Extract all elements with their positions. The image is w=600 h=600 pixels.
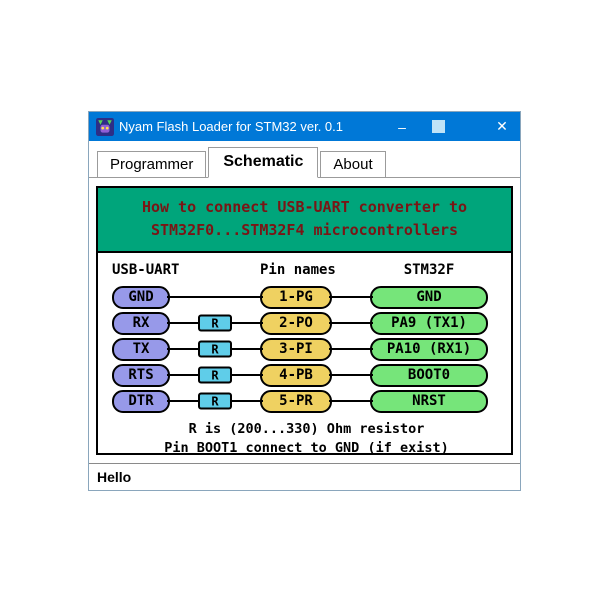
schematic-panel: How to connect USB-UART converter to STM…	[96, 186, 513, 456]
tab-schematic[interactable]: Schematic	[208, 147, 319, 178]
tab-page-schematic: How to connect USB-UART converter to STM…	[89, 178, 520, 463]
resistor-box: R	[198, 392, 232, 410]
pin-name-box: 2-PO	[260, 311, 332, 335]
wire-segment	[167, 286, 263, 309]
usb-uart-pin-box: RTS	[112, 363, 170, 387]
close-button[interactable]: ✕	[496, 118, 508, 134]
wire-line	[167, 296, 263, 298]
schematic-row: TX R 3-PI PA10 (RX1)	[112, 337, 501, 361]
app-icon	[96, 117, 114, 136]
note-boot1: Pin BOOT1 connect to GND (if exist)	[164, 440, 449, 457]
wire-segment: R	[167, 390, 263, 413]
pin-name-box: 5-PR	[260, 389, 332, 413]
schematic-row: GND 1-PG GND	[112, 285, 501, 309]
status-text: Hello	[97, 469, 132, 485]
wire-segment	[329, 312, 373, 335]
stm32-pin-box: GND	[370, 285, 488, 309]
wire-segment: R	[167, 338, 263, 361]
wire-segment	[329, 364, 373, 387]
note-resistor: R is (200...330) Ohm resistor	[188, 420, 425, 437]
schematic-title: How to connect USB-UART converter to STM…	[98, 188, 511, 253]
pin-name-box: 1-PG	[260, 285, 332, 309]
wire-segment: R	[167, 312, 263, 335]
usb-uart-pin-box: DTR	[112, 389, 170, 413]
wire-segment	[329, 338, 373, 361]
schematic-title-line1: How to connect USB-UART converter to	[141, 198, 468, 216]
status-bar: Hello	[89, 463, 520, 490]
window-title: Nyam Flash Loader for STM32 ver. 0.1	[119, 119, 343, 134]
schematic-notes: R is (200...330) Ohm resistor Pin BOOT1 …	[112, 420, 501, 459]
pin-name-box: 3-PI	[260, 337, 332, 361]
resistor-box: R	[198, 366, 232, 384]
tab-about[interactable]: About	[320, 151, 386, 177]
column-headers: USB-UART Pin names STM32F	[112, 260, 501, 280]
stm32-pin-box: PA9 (TX1)	[370, 311, 488, 335]
stm32-pin-box: BOOT0	[370, 363, 488, 387]
column-header-pin-names: Pin names	[260, 261, 336, 278]
wire-line	[329, 348, 373, 350]
title-bar[interactable]: Nyam Flash Loader for STM32 ver. 0.1 – ✕	[89, 112, 520, 141]
wire-line	[329, 400, 373, 402]
pin-name-box: 4-PB	[260, 363, 332, 387]
schematic-row: DTR R 5-PR NRST	[112, 389, 501, 413]
schematic-diagram: USB-UART Pin names STM32F GND 1-PG GND R…	[98, 253, 511, 461]
app-window: Nyam Flash Loader for STM32 ver. 0.1 – ✕…	[88, 111, 521, 491]
minimize-button[interactable]: –	[398, 118, 406, 135]
column-header-stm32f: STM32F	[403, 261, 455, 278]
resistor-box: R	[198, 314, 232, 332]
wire-line	[329, 296, 373, 298]
wire-line	[329, 322, 373, 324]
column-header-usb-uart: USB-UART	[112, 261, 180, 278]
maximize-button[interactable]	[420, 112, 456, 141]
wire-segment	[329, 286, 373, 309]
wire-line	[329, 374, 373, 376]
stm32-pin-box: NRST	[370, 389, 488, 413]
usb-uart-pin-box: GND	[112, 285, 170, 309]
wire-segment: R	[167, 364, 263, 387]
schematic-row: RX R 2-PO PA9 (TX1)	[112, 311, 501, 335]
wire-segment	[329, 390, 373, 413]
maximize-icon	[431, 120, 445, 133]
tab-programmer[interactable]: Programmer	[97, 151, 207, 177]
stm32-pin-box: PA10 (RX1)	[370, 337, 488, 361]
resistor-box: R	[198, 340, 232, 358]
schematic-row: RTS R 4-PB BOOT0	[112, 363, 501, 387]
schematic-title-line2: STM32F0...STM32F4 microcontrollers	[150, 221, 459, 240]
tab-strip: Programmer Schematic About	[89, 141, 520, 178]
usb-uart-pin-box: TX	[112, 337, 170, 361]
schematic-rows: GND 1-PG GND RX R 2-PO PA9 (TX1) TX R 3-…	[112, 285, 501, 413]
usb-uart-pin-box: RX	[112, 311, 170, 335]
